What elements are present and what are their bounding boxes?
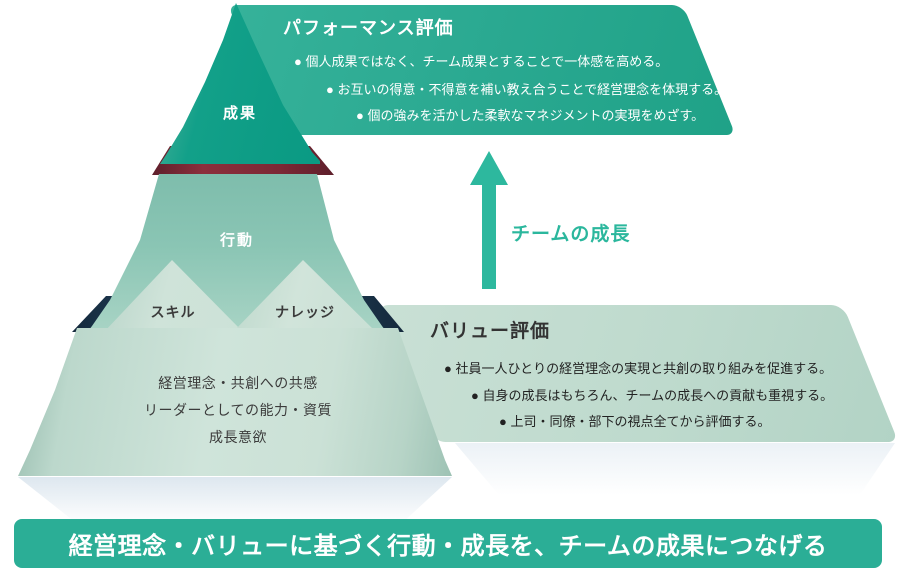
- level-label-results: 成果: [222, 105, 257, 122]
- performance-bullet: ● 個人成果ではなく、チーム成果とすることで一体感を高める。: [294, 54, 669, 69]
- peak-label-knowledge: ナレッジ: [275, 304, 335, 320]
- pyramid-reflection: [18, 477, 452, 525]
- peak-label-skill: スキル: [150, 304, 196, 320]
- base-text-line: 経営理念・共創への共感: [158, 375, 318, 391]
- growth-arrow-label: チームの成長: [511, 224, 631, 245]
- bottom-banner: 経営理念・バリューに基づく行動・成長を、チームの成果につなげる: [14, 519, 882, 568]
- bottom-banner-text: 経営理念・バリューに基づく行動・成長を、チームの成果につなげる: [68, 533, 828, 560]
- value-bullet: ● 自身の成長はもちろん、チームの成長への貢献も重視する。: [471, 388, 834, 403]
- performance-bullet: ● 個の強みを活かした柔軟なマネジメントの実現をめざす。: [356, 108, 705, 123]
- base-text-block: 経営理念・共創への共感 リーダーとしての能力・資質 成長意欲: [48, 370, 428, 451]
- base-text-line: リーダーとしての能力・資質: [143, 402, 333, 418]
- value-bullet: ● 上司・同僚・部下の視点全てから評価する。: [499, 414, 771, 429]
- performance-bullet: ● お互いの得意・不得意を補い教え合うことで経営理念を体現する。: [326, 82, 728, 97]
- value-box-reflection: [455, 443, 895, 495]
- pyramid-base: [18, 328, 452, 476]
- up-arrow-icon: [470, 151, 508, 289]
- value-box-title: バリュー評価: [430, 321, 551, 342]
- value-bullet: ● 社員一人ひとりの経営理念の実現と共創の取り組みを促進する。: [444, 361, 833, 376]
- level-label-behavior: 行動: [219, 232, 254, 249]
- performance-box-title: パフォーマンス評価: [283, 18, 454, 38]
- base-text-line: 成長意欲: [209, 429, 267, 445]
